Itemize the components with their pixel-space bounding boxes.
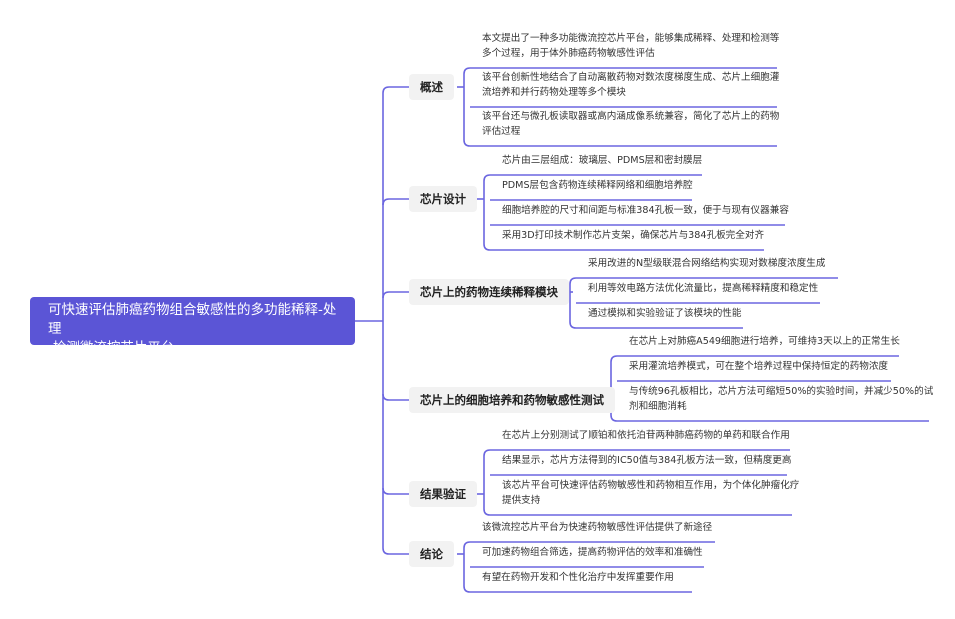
leaf-topic[interactable]: 该平台创新性地结合了自动离散药物对数浓度梯度生成、芯片上细胞灌流培养和并行药物处… [482,70,779,100]
leaf-bracket [463,67,471,147]
branch-topic[interactable]: 芯片上的细胞培养和药物敏感性测试 [409,387,615,413]
leaf-topic[interactable]: 本文提出了一种多功能微流控芯片平台，能够集成稀释、处理和检测等多个过程，用于体外… [482,31,779,61]
branch-topic[interactable]: 芯片设计 [409,186,477,212]
leaf-topic-line: 芯片由三层组成：玻璃层、PDMS层和密封膜层 [502,155,703,166]
leaf-topic[interactable]: 细胞培养腔的尺寸和间距与标准384孔板一致，便于与现有仪器兼容 [502,203,789,218]
leaf-topic[interactable]: 该芯片平台可快速评估药物敏感性和药物相互作用，为个体化肿瘤化疗提供支持 [502,478,799,508]
leaf-topic[interactable]: 与传统96孔板相比，芯片方法可缩短50%的实验时间，并减少50%的试剂和细胞消耗 [629,384,933,414]
leaf-topic[interactable]: 结果显示，芯片方法得到的IC50值与384孔板方法一致，但精度更高 [502,453,791,468]
branch-topic[interactable]: 芯片上的药物连续稀释模块 [409,279,569,305]
leaf-topic-line: 该芯片平台可快速评估药物敏感性和药物相互作用，为个体化肿瘤化疗 [502,480,800,491]
leaf-topic-line: 剂和细胞消耗 [629,401,687,412]
branch-connector [382,393,409,401]
leaf-topic-line: 可加速药物组合筛选，提高药物评估的效率和准确性 [482,547,703,558]
branch-topic[interactable]: 概述 [409,74,454,100]
leaf-topic[interactable]: 采用灌流培养模式，可在整个培养过程中保持恒定的药物浓度 [629,359,888,374]
leaf-topic[interactable]: 在芯片上分别测试了顺铂和依托泊苷两种肺癌药物的单药和联合作用 [502,428,790,443]
leaf-topic[interactable]: 该微流控芯片平台为快速药物敏感性评估提供了新途径 [482,520,712,535]
leaf-topic-line: 与传统96孔板相比，芯片方法可缩短50%的实验时间，并减少50%的试 [629,386,934,397]
leaf-topic[interactable]: PDMS层包含药物连续稀释网络和细胞培养腔 [502,178,693,193]
leaf-bracket [463,541,471,593]
leaf-topic-line: 结果显示，芯片方法得到的IC50值与384孔板方法一致，但精度更高 [502,455,792,466]
leaf-topic[interactable]: 利用等效电路方法优化流量比，提高稀释精度和稳定性 [588,281,818,296]
leaf-topic-line: 利用等效电路方法优化流量比，提高稀释精度和稳定性 [588,283,819,294]
leaf-topic[interactable]: 在芯片上对肺癌A549细胞进行培养，可维持3天以上的正常生长 [629,334,900,349]
leaf-topic-line: 评估过程 [482,126,521,137]
leaf-topic-line: 有望在药物开发和个性化治疗中发挥重要作用 [482,572,674,583]
branch-connector [382,86,409,94]
leaf-topic-line: 流培养和并行药物处理等多个模块 [482,87,626,98]
leaf-topic-line: 该平台创新性地结合了自动离散药物对数浓度梯度生成、芯片上细胞灌 [482,72,780,83]
leaf-topic-line: 在芯片上对肺癌A549细胞进行培养，可维持3天以上的正常生长 [629,336,900,347]
leaf-bracket [569,277,577,329]
leaf-topic-line: PDMS层包含药物连续稀释网络和细胞培养腔 [502,180,693,191]
leaf-topic-line: 采用灌流培养模式，可在整个培养过程中保持恒定的药物浓度 [629,361,889,372]
leaf-topic-line: 在芯片上分别测试了顺铂和依托泊苷两种肺癌药物的单药和联合作用 [502,430,790,441]
root-topic-line-1: 可快速评估肺癌药物组合敏感性的多功能稀释-处理 [48,302,337,337]
branch-topic[interactable]: 结论 [409,541,454,567]
leaf-topic-line: 多个过程，用于体外肺癌药物敏感性评估 [482,48,655,59]
leaf-topic-line: 本文提出了一种多功能微流控芯片平台，能够集成稀释、处理和检测等 [482,33,780,44]
leaf-bracket [483,174,491,251]
leaf-topic-line: 细胞培养腔的尺寸和间距与标准384孔板一致，便于与现有仪器兼容 [502,205,789,216]
leaf-topic[interactable]: 采用改进的N型级联混合网络结构实现对数梯度浓度生成 [588,256,825,271]
branch-connector [382,487,409,495]
branch-connector [382,547,409,555]
leaf-topic[interactable]: 芯片由三层组成：玻璃层、PDMS层和密封膜层 [502,153,702,168]
leaf-topic-line: 提供支持 [502,495,541,506]
leaf-topic[interactable]: 采用3D打印技术制作芯片支架，确保芯片与384孔板完全对齐 [502,228,764,243]
leaf-topic[interactable]: 可加速药物组合筛选，提高药物评估的效率和准确性 [482,545,703,560]
leaf-topic[interactable]: 有望在药物开发和个性化治疗中发挥重要作用 [482,570,674,585]
branch-topic[interactable]: 结果验证 [409,481,477,507]
leaf-topic-line: 采用改进的N型级联混合网络结构实现对数梯度浓度生成 [588,258,826,269]
leaf-bracket [483,449,491,516]
leaf-topic-line: 采用3D打印技术制作芯片支架，确保芯片与384孔板完全对齐 [502,230,765,241]
branch-connector [382,291,409,299]
leaf-topic[interactable]: 该平台还与微孔板读取器或高内涵成像系统兼容，简化了芯片上的药物评估过程 [482,109,779,139]
branch-connector [382,198,409,206]
leaf-topic-line: 该微流控芯片平台为快速药物敏感性评估提供了新途径 [482,522,713,533]
leaf-topic-line: 该平台还与微孔板读取器或高内涵成像系统兼容，简化了芯片上的药物 [482,111,780,122]
leaf-topic[interactable]: 通过模拟和实验验证了该模块的性能 [588,306,742,321]
leaf-topic-line: 通过模拟和实验验证了该模块的性能 [588,308,742,319]
root-topic-line-2: -检测微流控芯片平台 [48,340,175,356]
root-topic[interactable]: 可快速评估肺癌药物组合敏感性的多功能稀释-处理 -检测微流控芯片平台 [30,297,355,356]
